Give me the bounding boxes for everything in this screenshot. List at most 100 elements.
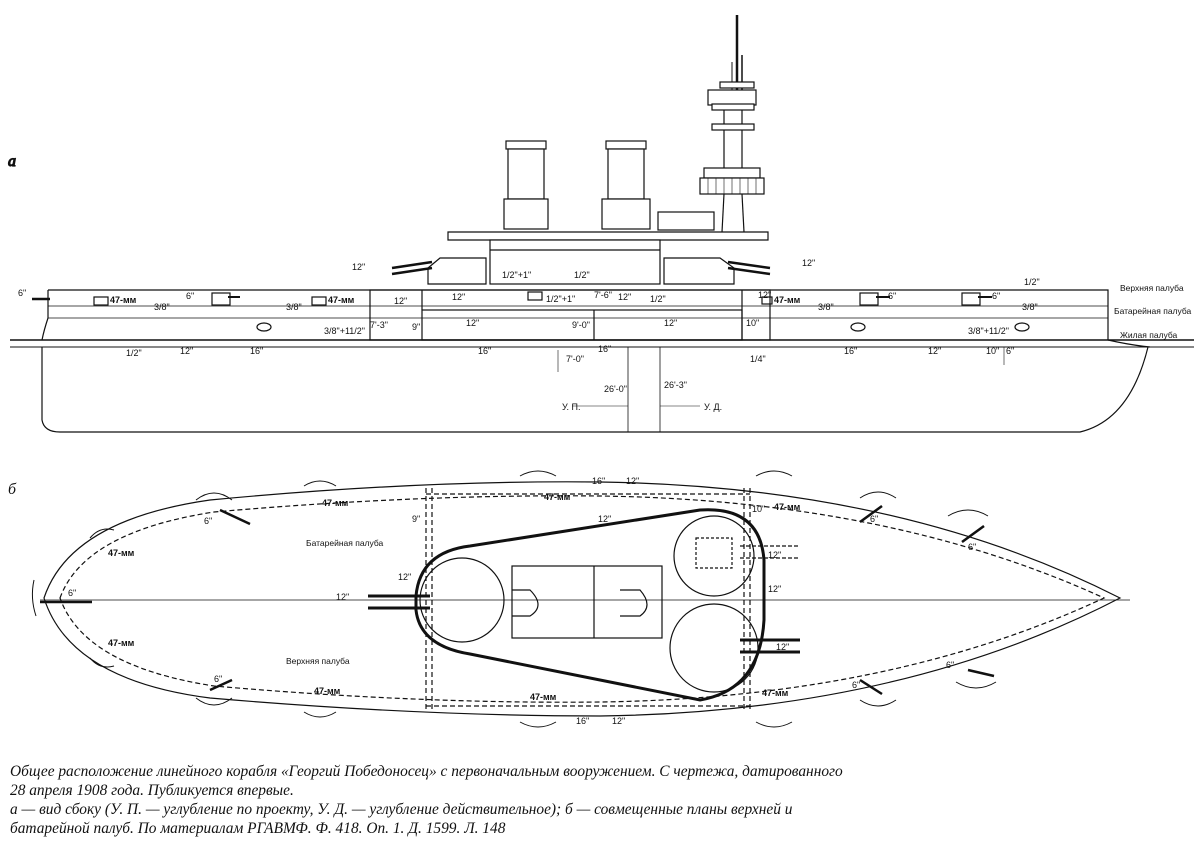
plan-battery-deck: Батарейная палуба [306, 538, 384, 548]
turret-aft [663, 257, 771, 285]
plan-47mm-g: 47-мм [530, 692, 557, 702]
plan-47mm-c: 47-мм [774, 502, 801, 512]
label-frac-7: 1/2" [1024, 277, 1040, 287]
label-arm-12-5: 12" [466, 318, 479, 328]
label-frac-11: 3/8" [1022, 302, 1038, 312]
label-6-bow: 6" [18, 288, 26, 298]
plan-16-bot: 16" [576, 716, 589, 726]
plan-6-a: 6" [204, 516, 212, 526]
plan-12-turret-r1: 12" [768, 550, 781, 560]
plan-47mm-a: 47-мм [322, 498, 349, 508]
aft-turret-house [695, 537, 733, 569]
figure-caption: Общее расположение линейного корабля «Ге… [10, 762, 1190, 838]
plan-12-top: 12" [626, 476, 639, 486]
porthole-3 [1014, 322, 1030, 332]
label-dim-9-0: 9'-0" [572, 320, 590, 330]
label-arm-6: 6" [1006, 346, 1014, 356]
label-dim-26-3: 26'-3" [664, 380, 687, 390]
barbette-forward [419, 557, 505, 643]
plan-6-c: 6" [968, 542, 976, 552]
plan-9: 9" [412, 514, 420, 524]
label-arm-16-4: 16" [844, 346, 857, 356]
deckhouse [657, 211, 715, 231]
plan-6-d: 6" [68, 588, 76, 598]
plan-12-turret-l: 12" [398, 572, 411, 582]
label-47mm-3: 47-мм [774, 295, 801, 305]
ship-general-arrangement-drawing: а [7, 15, 1194, 728]
plan-47mm-h: 47-мм [762, 688, 789, 698]
plan-47mm-f: 47-мм [314, 686, 341, 696]
label-deck-living: Жилая палуба [1120, 330, 1178, 340]
side-view: а [7, 15, 1194, 433]
label-frac-5: 1/2" [650, 294, 666, 304]
label-12-aft: 12" [802, 258, 815, 268]
plan-6-f: 6" [852, 680, 860, 690]
label-arm-12-7: 12" [180, 346, 193, 356]
porthole-1 [256, 322, 272, 332]
label-47mm-2: 47-мм [328, 295, 355, 305]
label-deck-upper: Верхняя палуба [1120, 283, 1184, 293]
redoubt [414, 508, 766, 702]
gun-47mm-box-2 [311, 296, 327, 306]
label-6-3: 6" [992, 291, 1000, 301]
barbette-aft-upper [673, 515, 755, 597]
label-deck-battery: Батарейная палуба [1114, 306, 1192, 316]
caption-line-4: батарейной палуб. По материалам РГАВМФ. … [10, 820, 506, 837]
label-frac-2: 3/8" [286, 302, 302, 312]
casemate-6-2 [859, 292, 890, 306]
plan-12-mid: 12" [598, 514, 611, 524]
label-arm-12-8: 12" [928, 346, 941, 356]
label-arm-10-1: 10" [746, 318, 759, 328]
label-frac-9: 3/8"+11/2" [968, 326, 1009, 336]
label-arm-16-2: 16" [478, 346, 491, 356]
label-arm-12-3: 12" [618, 292, 631, 302]
label-47mm-1: 47-мм [110, 295, 137, 305]
plan-47mm-e: 47-мм [108, 638, 135, 648]
label-arm-12-2: 12" [394, 296, 407, 306]
gun-47mm-box-3 [527, 291, 543, 301]
label-arm-10-2: 10" [986, 346, 999, 356]
plan-view: б [8, 470, 1130, 728]
porthole-2 [850, 322, 866, 332]
plan-12-right: 12" [776, 642, 789, 652]
caption-line-1: Общее расположение линейного корабля «Ге… [10, 763, 843, 780]
label-dim-26-0: 26'-0" [604, 384, 627, 394]
label-6-2: 6" [888, 291, 896, 301]
plan-view-labels: 47-мм 47-мм 47-мм 47-мм 47-мм 47-мм 47-м… [68, 476, 976, 726]
side-view-letter: а [8, 153, 16, 170]
label-12-fwd: 12" [352, 262, 365, 272]
plan-view-letter: б [8, 481, 17, 498]
label-frac-8: 3/8"+11/2" [324, 326, 365, 336]
label-frac-1: 3/8" [154, 302, 170, 312]
label-ud: У. Д. [704, 402, 722, 412]
caption-line-3: а — вид сбоку (У. П. — углубление по про… [10, 801, 793, 818]
label-frac-6: 1/2"+1" [546, 294, 575, 304]
caption-line-2: 28 апреля 1908 года. Публикуется впервые… [10, 782, 294, 799]
plan-6-g: 6" [946, 660, 954, 670]
label-arm-16-1: 16" [250, 346, 263, 356]
label-frac-3: 1/2" [574, 270, 590, 280]
hull [10, 289, 1194, 433]
label-dim-7-3: 7'-3" [370, 320, 388, 330]
plan-12-axis: 12" [336, 592, 349, 602]
plan-12-turret-r2: 12" [768, 584, 781, 594]
label-arm-12-4: 12" [758, 290, 771, 300]
funnel-forward [503, 140, 549, 230]
funnel-aft [601, 140, 651, 230]
plan-6-b: 6" [870, 514, 878, 524]
gun-47mm-box-1 [93, 296, 109, 306]
gun-arcs [31, 470, 997, 728]
label-dim-7-6: 7'-6" [594, 290, 612, 300]
label-frac-10: 3/8" [818, 302, 834, 312]
side-view-labels: 12" 12" 6" 47-мм 47-мм 47-мм 6" 6" 6" 3/… [18, 258, 1192, 412]
plan-47mm-b: 47-мм [544, 492, 571, 502]
mast [699, 15, 765, 233]
turret-forward [391, 257, 487, 285]
barbette-aft-lower [669, 603, 759, 693]
label-frac-12: 1/2" [126, 348, 142, 358]
label-up: У. П. [562, 402, 581, 412]
plan-6-e: 6" [214, 674, 222, 684]
gun-47mm-box-4 [761, 296, 773, 305]
casemate-6-3 [961, 292, 992, 306]
plan-47mm-d: 47-мм [108, 548, 135, 558]
